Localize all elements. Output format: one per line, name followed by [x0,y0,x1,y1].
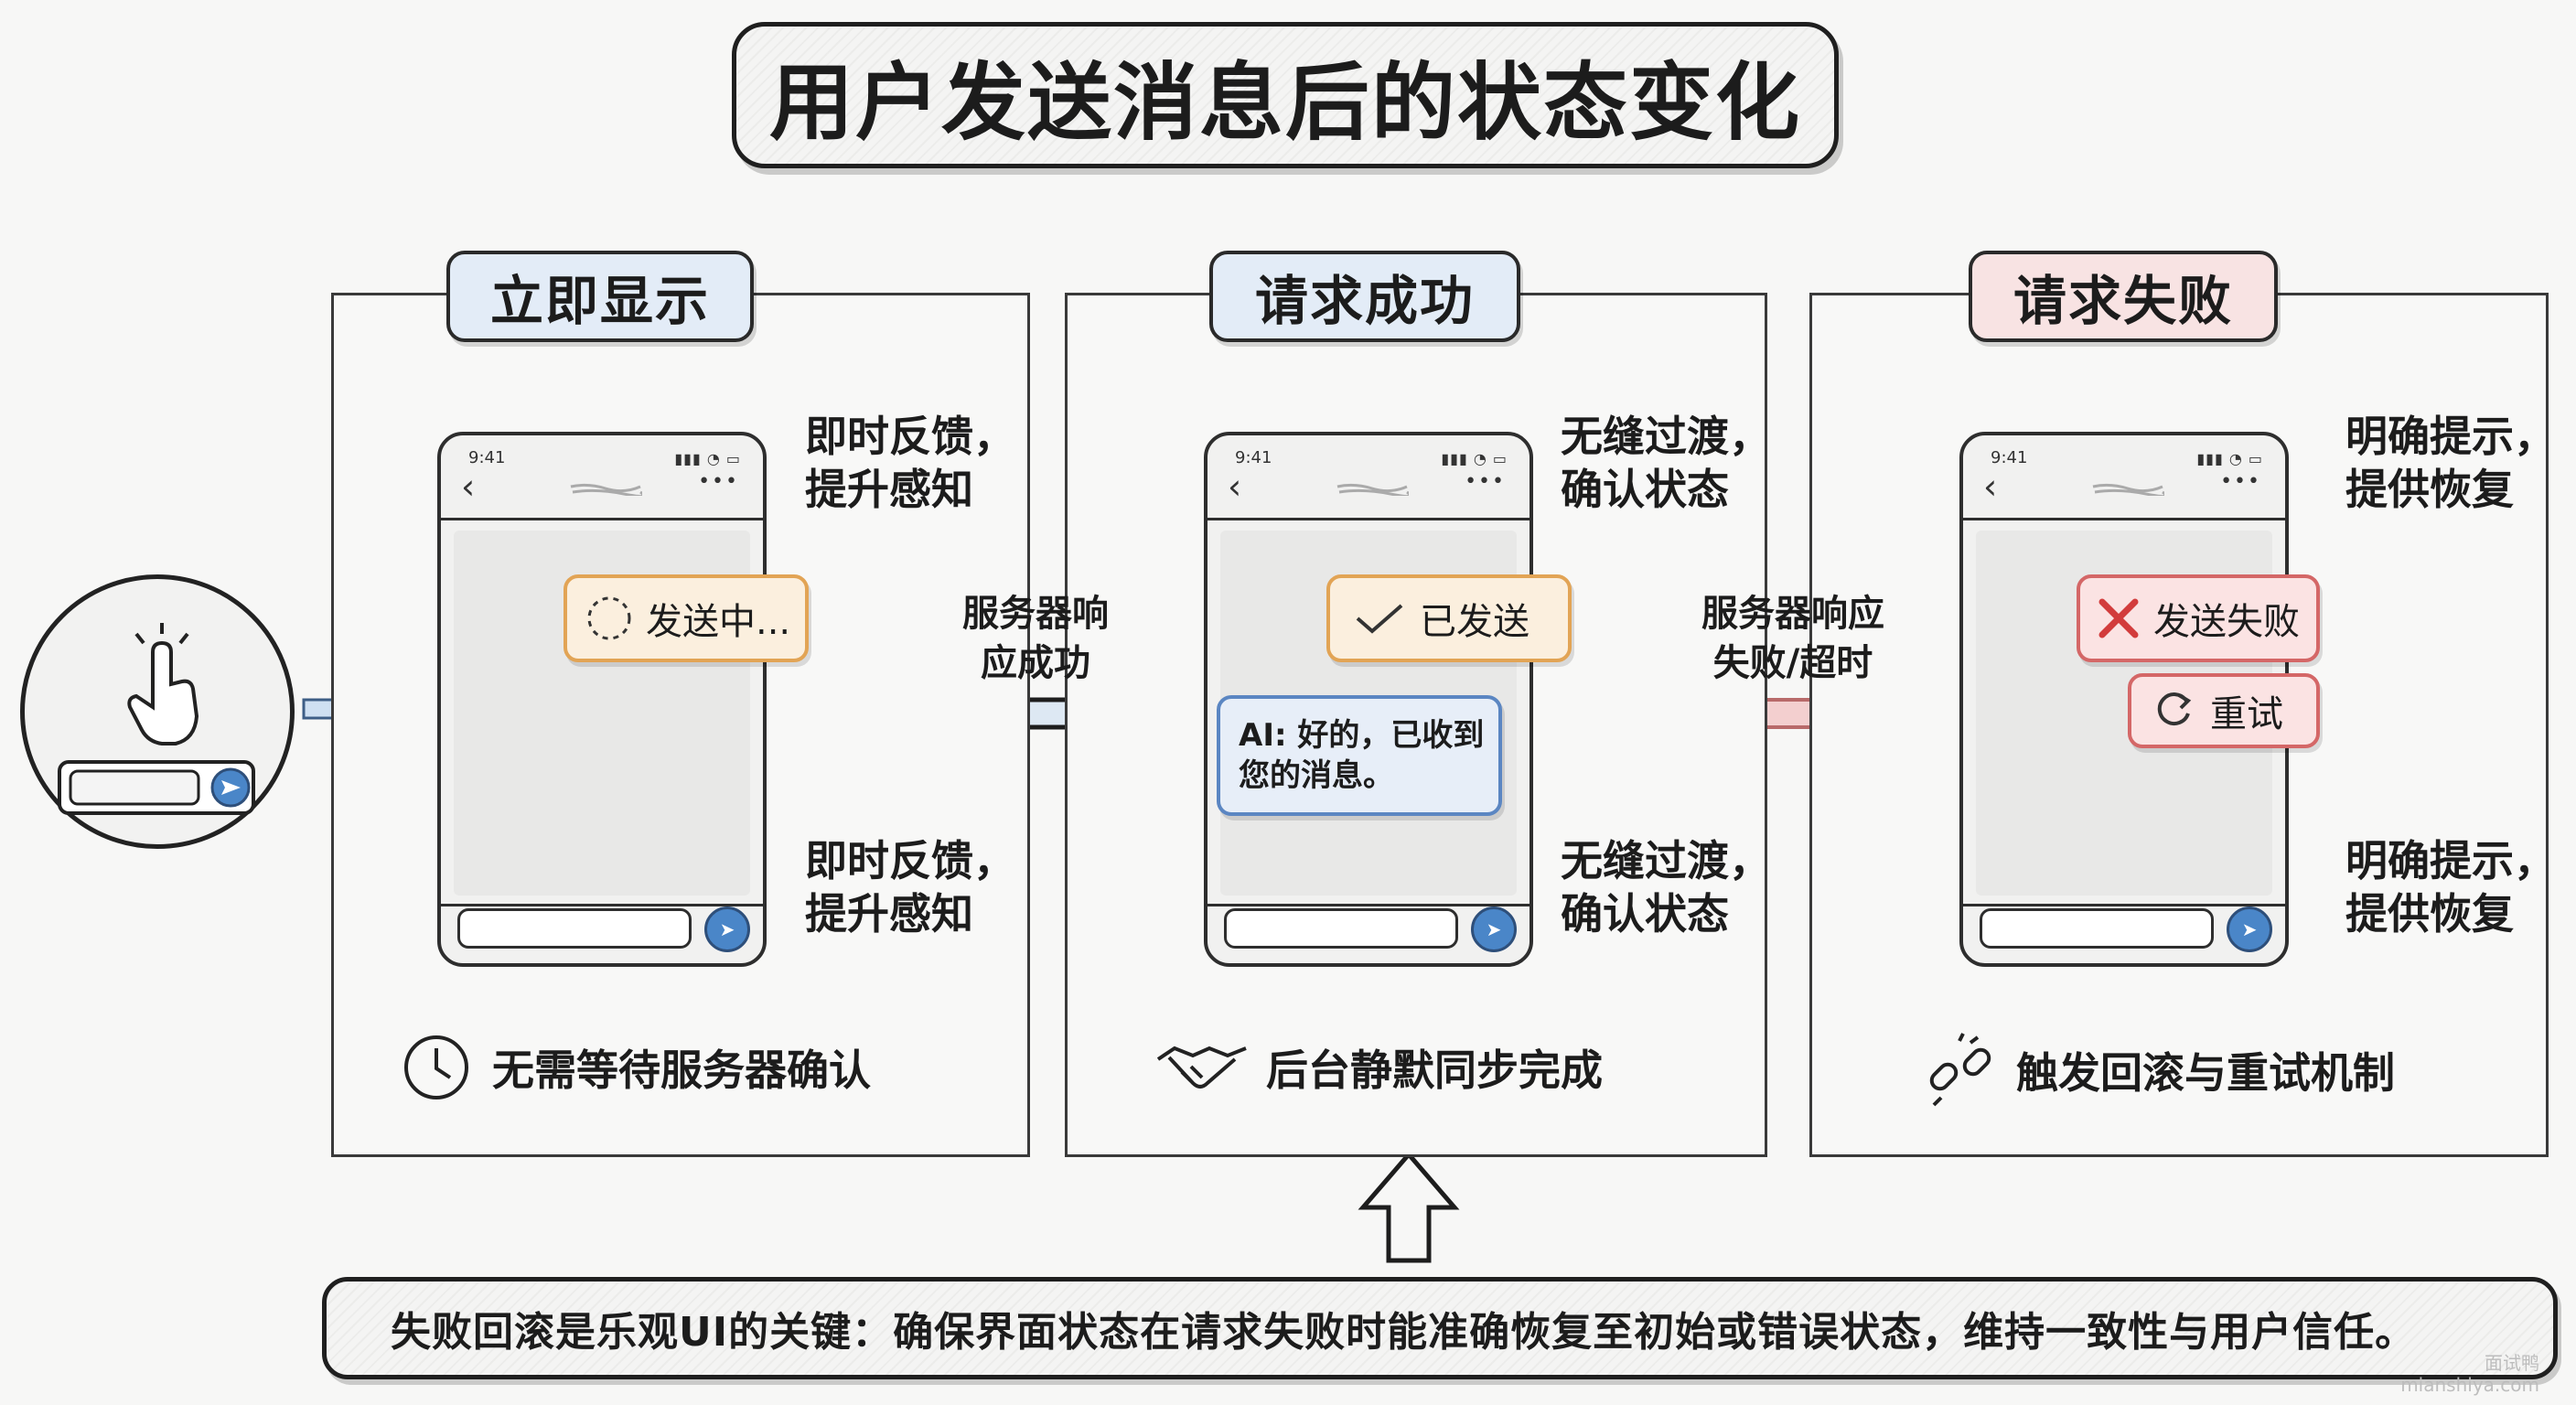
spinner-icon [587,596,631,640]
tap-hand-icon [58,623,255,815]
more-icon[interactable]: ••• [698,470,739,493]
panel-tag-label: 请求成功 [1254,270,1475,332]
message-input[interactable] [1224,908,1458,949]
summary-text: 失败回滚是乐观UI的关键：确保界面状态在请求失败时能准确恢复至初始或错误状态，维… [391,1309,2417,1356]
retry-button[interactable]: 重试 [2128,673,2320,748]
panel-tag-success: 请求成功 [1209,251,1520,342]
send-button[interactable]: ➤ [2227,906,2272,952]
status-time: 9:41 [1235,448,1272,467]
back-icon[interactable]: ‹ [461,467,476,507]
summary-box: 失败回滚是乐观UI的关键：确保界面状态在请求失败时能准确恢复至初始或错误状态，维… [322,1277,2558,1379]
chip-label: 已发送 [1420,601,1530,643]
panel-tag-label: 请求失败 [2012,270,2233,332]
failed-chip: 发送失败 [2077,574,2320,662]
caption-text: 后台静默同步完成 [1266,1046,1603,1095]
arrow-label-failure: 服务器响应 失败/超时 [1701,593,1884,684]
more-icon[interactable]: ••• [2220,470,2261,493]
up-arrow [1358,1151,1460,1263]
sending-chip: 发送中... [564,574,809,662]
panel-caption: 触发回滚与重试机制 [1923,1032,2395,1109]
more-icon[interactable]: ••• [1465,470,1506,493]
status-icons: ▮▮▮ ◔ ▭ [1441,450,1508,467]
message-input[interactable] [1980,908,2214,949]
ai-reply-bubble: AI: 好的，已收到 您的消息。 [1217,695,1502,816]
back-icon[interactable]: ‹ [1228,467,1242,507]
divider [1963,904,2285,906]
status-time: 9:41 [1991,448,2028,467]
panel-tag-label: 立即显示 [489,270,710,332]
panel-caption: 后台静默同步完成 [1154,1032,1603,1103]
note-top: 无缝过渡， 确认状态 [1561,412,1771,514]
clock-icon [404,1035,468,1099]
divider [1208,518,1530,520]
note-bottom: 明确提示， 提供恢复 [2345,836,2556,938]
divider [441,904,763,906]
contact-name-scribble [570,483,642,496]
note-bottom: 即时反馈， 提升感知 [805,836,1015,938]
status-icons: ▮▮▮ ◔ ▭ [674,450,741,467]
send-button[interactable]: ➤ [704,906,750,952]
broken-link-icon [1929,1033,1991,1107]
handshake-icon [1156,1046,1247,1089]
chip-label: 发送失败 [2153,601,2300,643]
send-button[interactable]: ➤ [1471,906,1517,952]
arrow-label-success: 服务器响 应成功 [962,593,1109,684]
back-icon[interactable]: ‹ [1983,467,1998,507]
check-icon [1356,604,1403,634]
contact-name-scribble [2092,483,2164,496]
chip-label: 发送中... [646,601,791,643]
phone-mockup: 9:41 ▮▮▮ ◔ ▭ ‹ ••• ➤ [437,432,767,967]
divider [1963,518,2285,520]
status-time: 9:41 [468,448,506,467]
divider [1208,904,1530,906]
panel-caption: 无需等待服务器确认 [401,1032,871,1103]
note-bottom: 无缝过渡， 确认状态 [1561,836,1771,938]
initial-input-illustration [20,574,295,849]
divider [441,518,763,520]
sent-chip: 已发送 [1326,574,1572,662]
title-text: 用户发送消息后的状态变化 [768,53,1801,152]
note-top: 明确提示， 提供恢复 [2345,412,2556,514]
retry-label: 重试 [2210,693,2283,735]
status-icons: ▮▮▮ ◔ ▭ [2196,450,2263,467]
contact-name-scribble [1336,483,1409,496]
page-title: 用户发送消息后的状态变化 [732,22,1839,168]
caption-text: 触发回滚与重试机制 [2016,1048,2395,1098]
watermark: 面试鸭 mianshiya.com [2400,1352,2539,1396]
error-x-icon [2098,598,2139,638]
note-top: 即时反馈， 提升感知 [805,412,1015,514]
panel-tag-failure: 请求失败 [1969,251,2278,342]
ai-reply-text: AI: 好的，已收到 您的消息。 [1239,717,1485,794]
panel-tag-immediate: 立即显示 [446,251,754,342]
caption-text: 无需等待服务器确认 [492,1046,871,1095]
message-input[interactable] [457,908,692,949]
refresh-icon [2157,692,2192,726]
